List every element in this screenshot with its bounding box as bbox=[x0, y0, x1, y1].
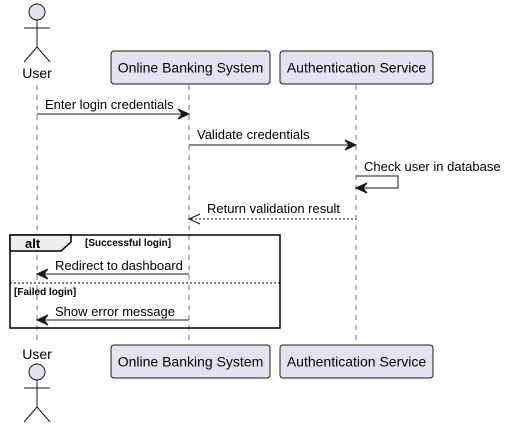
guard-success: [Successful login] bbox=[85, 238, 171, 249]
fragment-frame bbox=[9, 234, 281, 329]
guard-failure: [Failed login] bbox=[14, 287, 76, 298]
arrow-left-open-icon bbox=[187, 213, 201, 225]
participant-banking-bottom: Online Banking System bbox=[110, 344, 271, 379]
participant-auth-top: Authentication Service bbox=[279, 50, 434, 85]
participant-auth-bottom: Authentication Service bbox=[279, 344, 434, 379]
fragment-tab bbox=[9, 234, 72, 252]
arrow-left-icon bbox=[35, 268, 49, 280]
message-label: Return validation result bbox=[207, 201, 340, 216]
participant-banking-top: Online Banking System bbox=[110, 50, 271, 85]
fragment-keyword: alt bbox=[25, 236, 41, 251]
actor-user-label-top: User bbox=[22, 65, 52, 81]
message-redirect-dashboard: Redirect to dashboard bbox=[35, 258, 189, 280]
message-check-user: Check user in database bbox=[354, 159, 501, 194]
message-validate-credentials: Validate credentials bbox=[189, 127, 358, 151]
arrow-left-icon bbox=[35, 314, 49, 326]
message-show-error: Show error message bbox=[35, 304, 189, 326]
actor-user-bottom: User bbox=[22, 346, 52, 423]
message-label: Enter login credentials bbox=[45, 97, 174, 112]
message-label: Validate credentials bbox=[197, 127, 310, 142]
actor-head-icon bbox=[28, 363, 46, 381]
message-label: Check user in database bbox=[364, 159, 501, 174]
message-label: Redirect to dashboard bbox=[55, 258, 183, 273]
participant-banking-label-bottom: Online Banking System bbox=[118, 354, 264, 370]
message-return-result: Return validation result bbox=[187, 201, 356, 225]
message-enter-credentials: Enter login credentials bbox=[37, 97, 191, 120]
arrow-right-icon bbox=[344, 139, 358, 151]
message-label: Show error message bbox=[55, 304, 175, 319]
alt-fragment: alt [Successful login] [Failed login] bbox=[9, 234, 281, 329]
actor-head-icon bbox=[28, 3, 46, 21]
arrow-right-icon bbox=[177, 108, 191, 120]
participant-auth-label-bottom: Authentication Service bbox=[287, 354, 427, 370]
actor-user-label-bottom: User bbox=[22, 346, 52, 362]
participant-auth-label-top: Authentication Service bbox=[287, 60, 427, 76]
participant-banking-label-top: Online Banking System bbox=[118, 60, 264, 76]
actor-user-top: User bbox=[22, 3, 52, 81]
arrow-left-icon bbox=[354, 182, 368, 194]
